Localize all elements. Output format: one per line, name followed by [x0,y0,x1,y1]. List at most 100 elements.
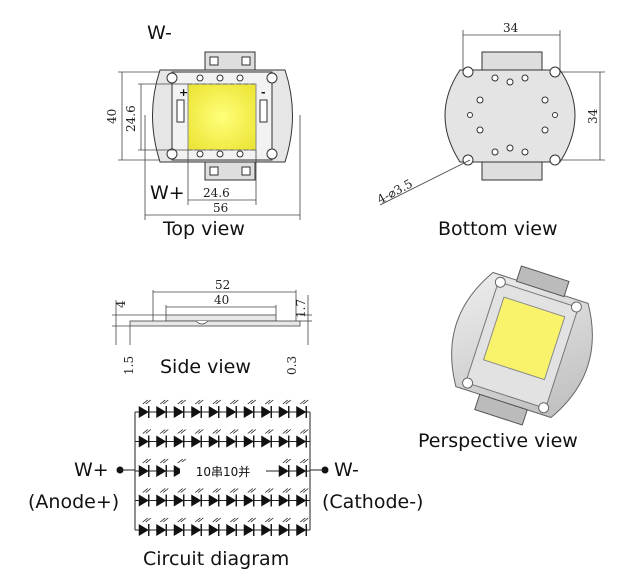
led-emission-arrow [177,488,183,493]
led-emission-arrow [300,488,306,493]
led-diode-symbol [173,465,184,477]
led-diode-symbol [208,524,219,536]
led-emission-arrow [282,399,288,405]
side-body-base [129,320,301,327]
led-diode-symbol [173,494,184,507]
led-emission-arrow [215,517,221,523]
led-emission-arrow [198,399,204,405]
led-diode-symbol [278,406,289,418]
led-diode-symbol [226,435,237,448]
side-view-drawing [112,290,312,345]
led-emission-arrow [160,458,166,464]
led-diode-symbol [208,494,219,507]
dim-bottom-holes: 4-⌀3.5 [375,176,415,206]
led-emission-arrow [163,429,169,434]
led-diode-symbol [173,435,184,448]
led-circuit-grid [134,399,311,536]
circuit-diagram-caption: Circuit diagram [143,548,290,570]
led-emission-arrow [215,399,221,405]
led-diode-symbol [226,524,237,536]
led-diode-symbol [191,435,202,448]
circuit-anode-label: (Anode+) [28,491,120,513]
led-emission-arrow [282,488,288,493]
dim-side-0-3: 0.3 [285,356,299,375]
led-diode-symbol [296,465,307,477]
led-diode-symbol [261,406,272,418]
dim-side-4: 4 [114,300,128,308]
top-led-square [187,83,257,151]
led-emission-arrow [195,429,201,434]
led-emission-arrow [285,488,291,493]
led-emission-arrow [198,488,204,493]
led-emission-arrow [163,399,169,405]
led-emission-arrow [177,429,183,434]
led-emission-arrow [195,488,201,493]
led-emission-arrow [300,399,306,405]
led-emission-arrow [145,429,151,434]
led-emission-arrow [300,517,306,523]
led-emission-arrow [177,399,183,405]
top-minus-sign: - [261,86,266,99]
led-diode-symbol [278,494,289,507]
led-emission-arrow [230,488,236,493]
led-diode-symbol [296,524,307,536]
led-emission-arrow [160,399,166,405]
led-diode-symbol [296,406,307,418]
dim-side-52: 52 [215,278,230,292]
led-emission-arrow [142,458,148,464]
led-emission-arrow [215,488,221,493]
led-emission-arrow [160,429,166,434]
led-diode-symbol [156,465,167,477]
led-emission-arrow [160,488,166,493]
led-diode-symbol [243,494,254,507]
led-emission-arrow [233,399,239,405]
led-emission-arrow [198,429,204,434]
led-diode-symbol [261,494,272,507]
led-emission-arrow [285,517,291,523]
led-emission-arrow [180,488,186,493]
led-emission-arrow [180,517,186,523]
circuit-center-label: 10串10并 [196,465,251,479]
led-diode-symbol [156,524,167,536]
led-emission-arrow [230,399,236,405]
led-emission-arrow [163,458,169,464]
top-view-drawing [152,51,293,181]
led-emission-arrow [250,399,256,405]
led-emission-arrow [247,517,253,523]
led-emission-arrow [163,517,169,523]
led-diode-symbol [191,494,202,507]
led-diode-symbol [138,465,149,477]
perspective-view-caption: Perspective view [418,430,578,452]
dim-side-1-7: 1.7 [294,299,308,318]
dim-bottom-34-vertical: 34 [586,108,600,124]
circuit-w-plus: W+ [74,459,109,481]
led-emission-arrow [250,488,256,493]
led-diode-symbol [296,435,307,448]
led-emission-arrow [285,399,291,405]
top-plus-sign: + [179,86,188,99]
led-emission-arrow [285,458,291,464]
led-diode-symbol [261,435,272,448]
led-emission-arrow [160,517,166,523]
led-diode-symbol [226,494,237,507]
led-diode-symbol [278,524,289,536]
top-view-dimensions [118,71,301,220]
led-emission-arrow [265,429,271,434]
led-emission-arrow [268,399,274,405]
led-emission-arrow [195,517,201,523]
led-emission-arrow [142,488,148,493]
led-emission-arrow [233,517,239,523]
led-emission-arrow [268,488,274,493]
led-emission-arrow [230,429,236,434]
led-emission-arrow [177,458,183,464]
led-emission-arrow [265,488,271,493]
led-emission-arrow [230,517,236,523]
led-emission-arrow [233,488,239,493]
top-view-caption: Top view [163,218,245,240]
led-emission-arrow [265,517,271,523]
led-emission-arrow [145,517,151,523]
led-emission-arrow [247,399,253,405]
led-emission-arrow [142,429,148,434]
circuit-w-minus: W- [334,459,359,481]
